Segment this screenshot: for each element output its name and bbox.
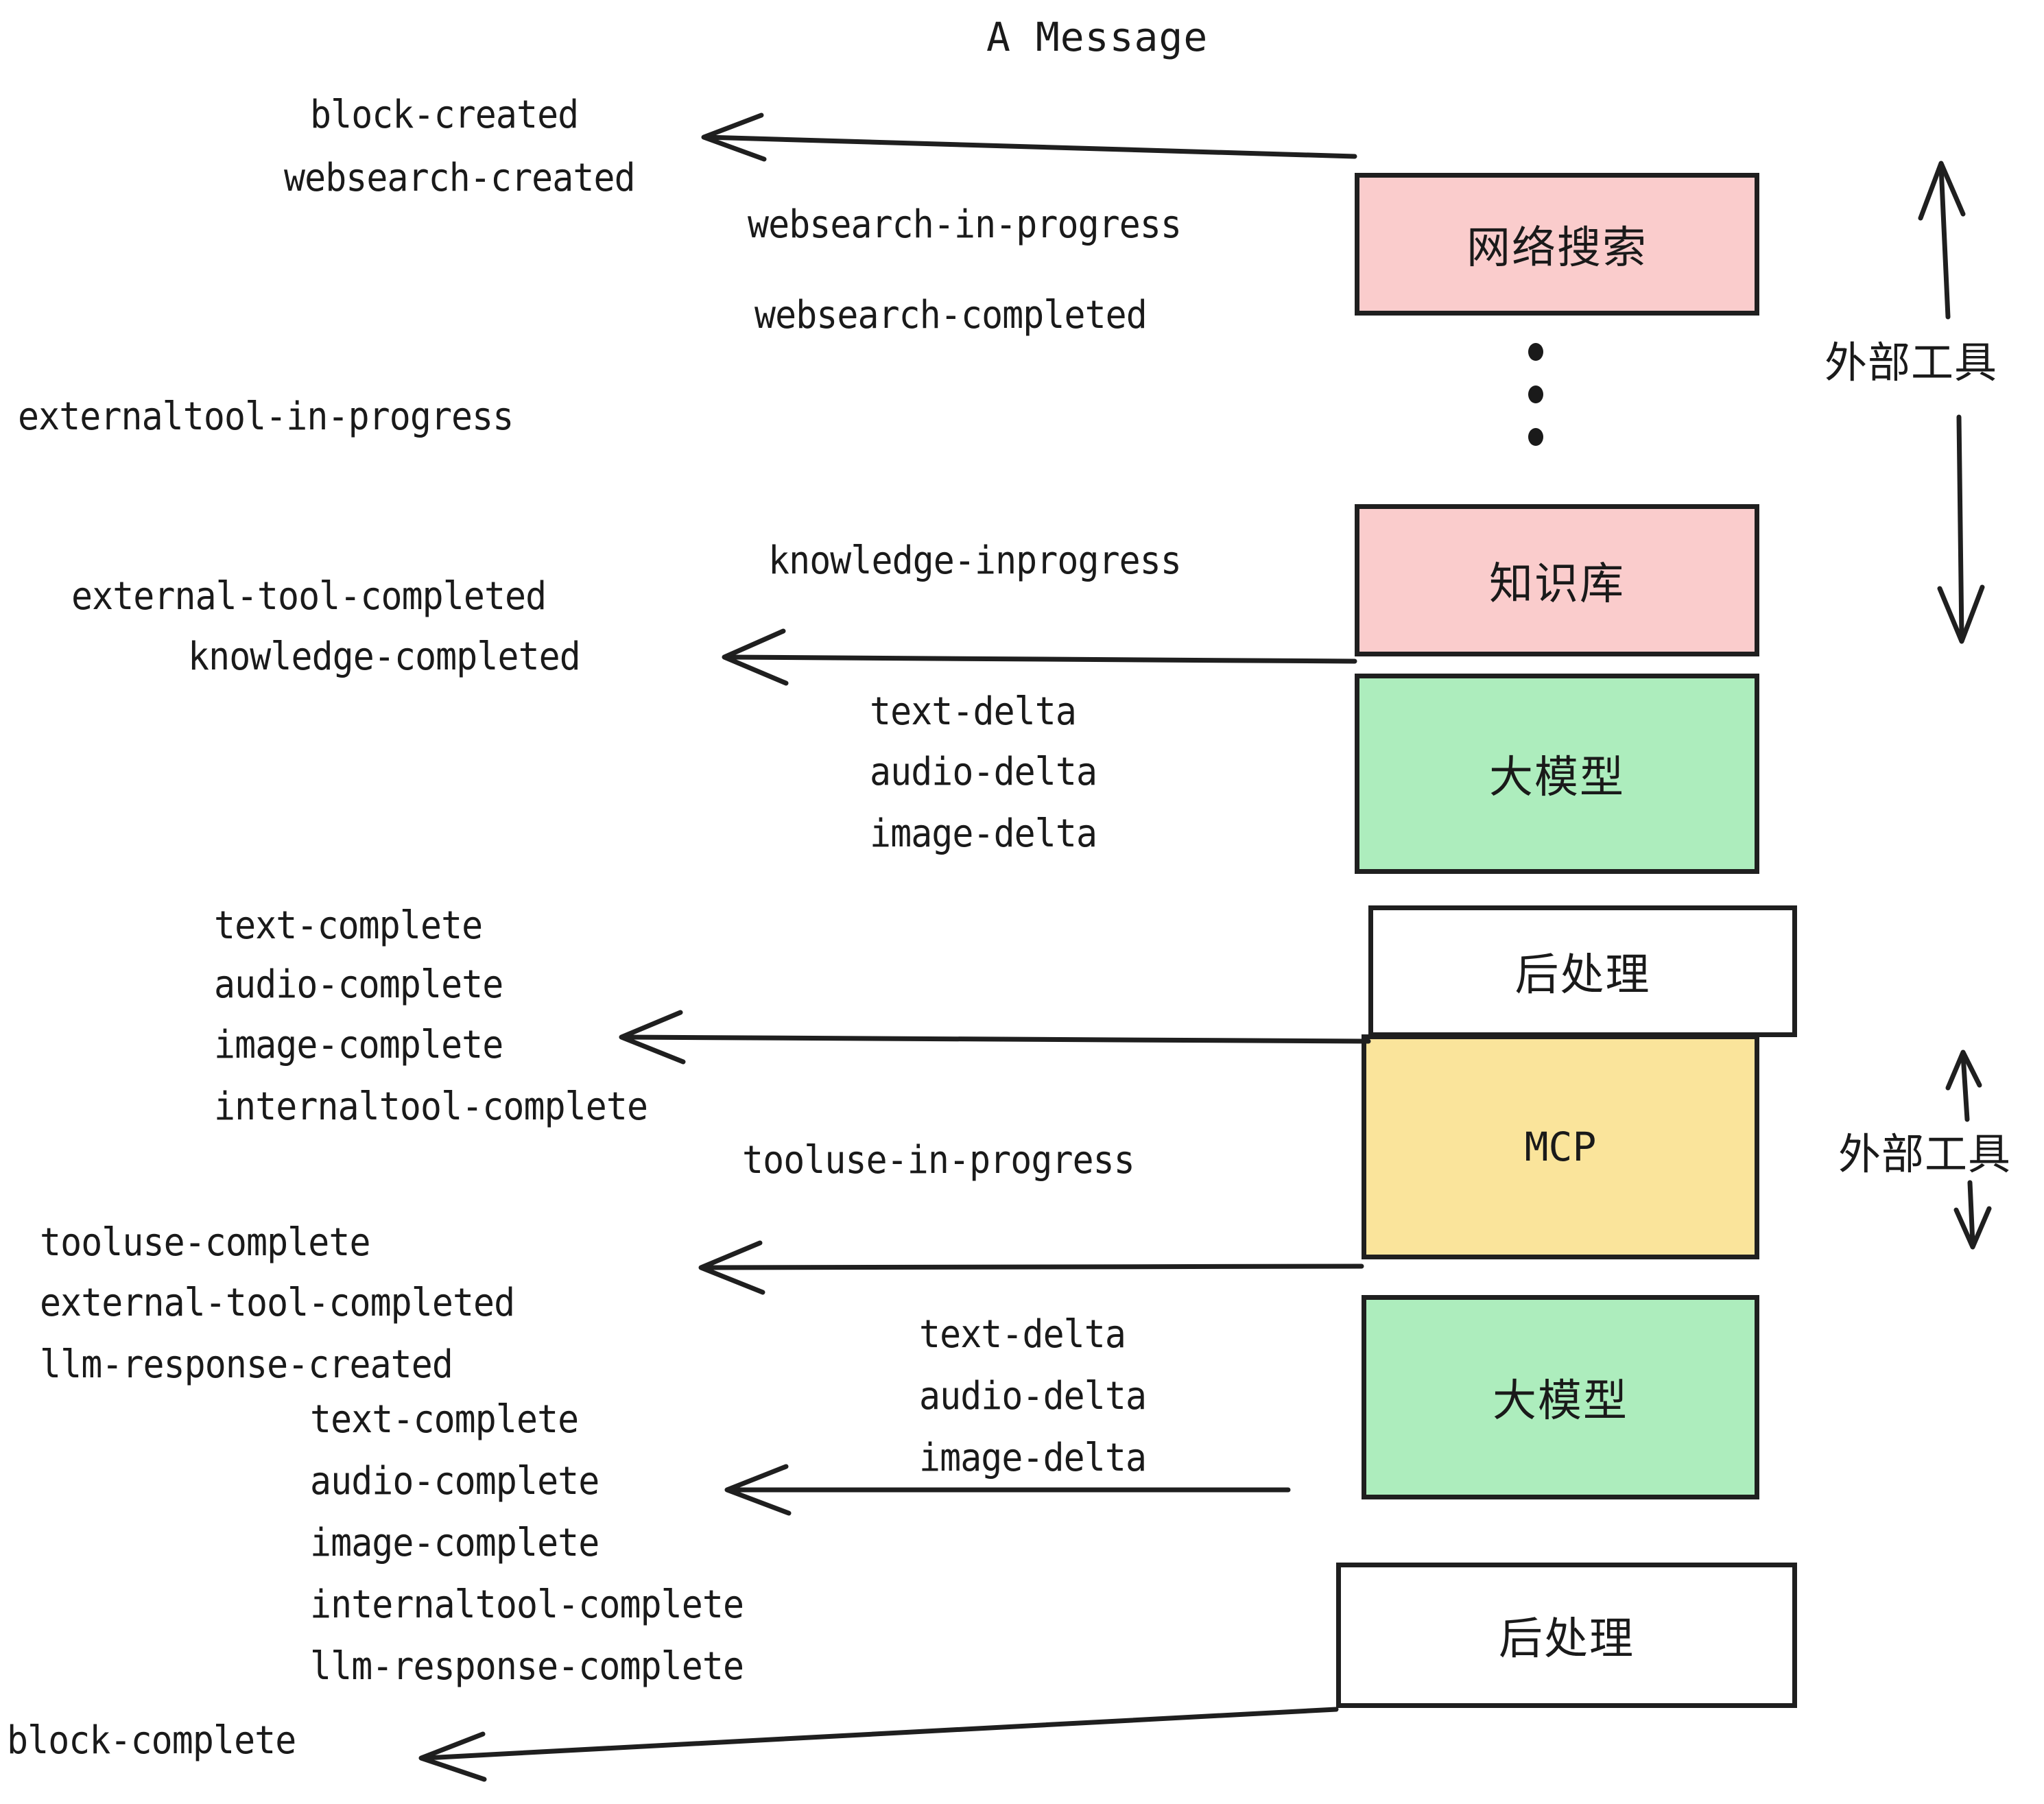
box-llm-top-label: 大模型 xyxy=(1489,752,1625,803)
box-postprocess-bottom-label: 后处理 xyxy=(1499,1614,1635,1665)
arrow-image-complete-1 xyxy=(619,1010,1371,1065)
event-tooluse-complete: tooluse-complete xyxy=(40,1220,370,1265)
ellipsis-dot-1 xyxy=(1528,343,1543,361)
event-audio-delta-2: audio-delta xyxy=(919,1374,1147,1419)
event-image-delta-1: image-delta xyxy=(870,811,1097,856)
arrow-websearch-created xyxy=(701,112,1357,162)
external-tool-up-arrow-top xyxy=(1918,161,1966,320)
external-tool-down-arrow-top xyxy=(1937,414,1985,644)
box-knowledge-base[interactable]: 知识库 xyxy=(1355,504,1759,656)
external-tool-up-arrow-bottom xyxy=(1945,1049,1982,1122)
ellipsis-dot-3 xyxy=(1528,428,1543,446)
event-websearch-completed: websearch-completed xyxy=(754,293,1148,337)
ellipsis-dot-2 xyxy=(1528,385,1543,403)
event-audio-complete-2: audio-complete xyxy=(310,1459,599,1504)
event-block-created: block-created xyxy=(310,93,579,137)
event-external-tool-completed-2: external-tool-completed xyxy=(40,1281,515,1325)
event-image-complete-1: image-complete xyxy=(214,1023,503,1067)
box-postprocess-top-label: 后处理 xyxy=(1514,950,1651,1001)
event-knowledge-inprogress: knowledge-inprogress xyxy=(768,538,1182,583)
event-external-tool-completed-1: external-tool-completed xyxy=(71,574,547,619)
page-title: A Message xyxy=(986,14,1209,60)
event-internaltool-complete-2: internaltool-complete xyxy=(310,1582,744,1627)
box-llm-bottom[interactable]: 大模型 xyxy=(1362,1295,1759,1499)
event-knowledge-completed: knowledge-completed xyxy=(188,634,581,679)
box-websearch-label: 网络搜索 xyxy=(1466,223,1648,274)
event-audio-delta-1: audio-delta xyxy=(870,750,1097,794)
box-postprocess-top[interactable]: 后处理 xyxy=(1368,905,1797,1037)
event-text-delta-2: text-delta xyxy=(919,1312,1126,1357)
external-tool-down-arrow-bottom xyxy=(1953,1180,1992,1250)
event-internaltool-complete-1: internaltool-complete xyxy=(214,1084,648,1129)
event-llm-response-created: llm-response-created xyxy=(40,1342,453,1387)
arrow-knowledge-completed xyxy=(722,628,1357,686)
arrow-tooluse-complete xyxy=(698,1240,1364,1295)
event-text-delta-1: text-delta xyxy=(870,689,1077,734)
box-postprocess-bottom[interactable]: 后处理 xyxy=(1336,1563,1797,1708)
box-websearch[interactable]: 网络搜索 xyxy=(1355,173,1759,316)
event-image-delta-2: image-delta xyxy=(919,1436,1147,1480)
arrow-block-complete xyxy=(418,1707,1339,1782)
event-text-complete-2: text-complete xyxy=(310,1397,579,1442)
event-text-complete-1: text-complete xyxy=(214,903,483,948)
event-image-complete-2: image-complete xyxy=(310,1521,599,1565)
event-externaltool-in-progress: externaltool-in-progress xyxy=(18,394,514,439)
box-mcp-label: MCP xyxy=(1524,1124,1597,1170)
event-audio-complete-1: audio-complete xyxy=(214,962,503,1007)
box-knowledge-base-label: 知识库 xyxy=(1489,559,1625,610)
box-llm-bottom-label: 大模型 xyxy=(1493,1376,1628,1427)
side-label-external-tool-bottom: 外部工具 xyxy=(1838,1129,2012,1179)
box-llm-top[interactable]: 大模型 xyxy=(1355,674,1759,874)
side-label-external-tool-top: 外部工具 xyxy=(1825,337,1998,388)
event-llm-response-complete: llm-response-complete xyxy=(310,1644,744,1689)
event-websearch-in-progress: websearch-in-progress xyxy=(748,202,1182,247)
box-mcp[interactable]: MCP xyxy=(1362,1034,1759,1259)
event-websearch-created: websearch-created xyxy=(284,156,636,200)
event-block-complete: block-complete xyxy=(7,1718,296,1763)
event-tooluse-in-progress: tooluse-in-progress xyxy=(742,1138,1135,1183)
